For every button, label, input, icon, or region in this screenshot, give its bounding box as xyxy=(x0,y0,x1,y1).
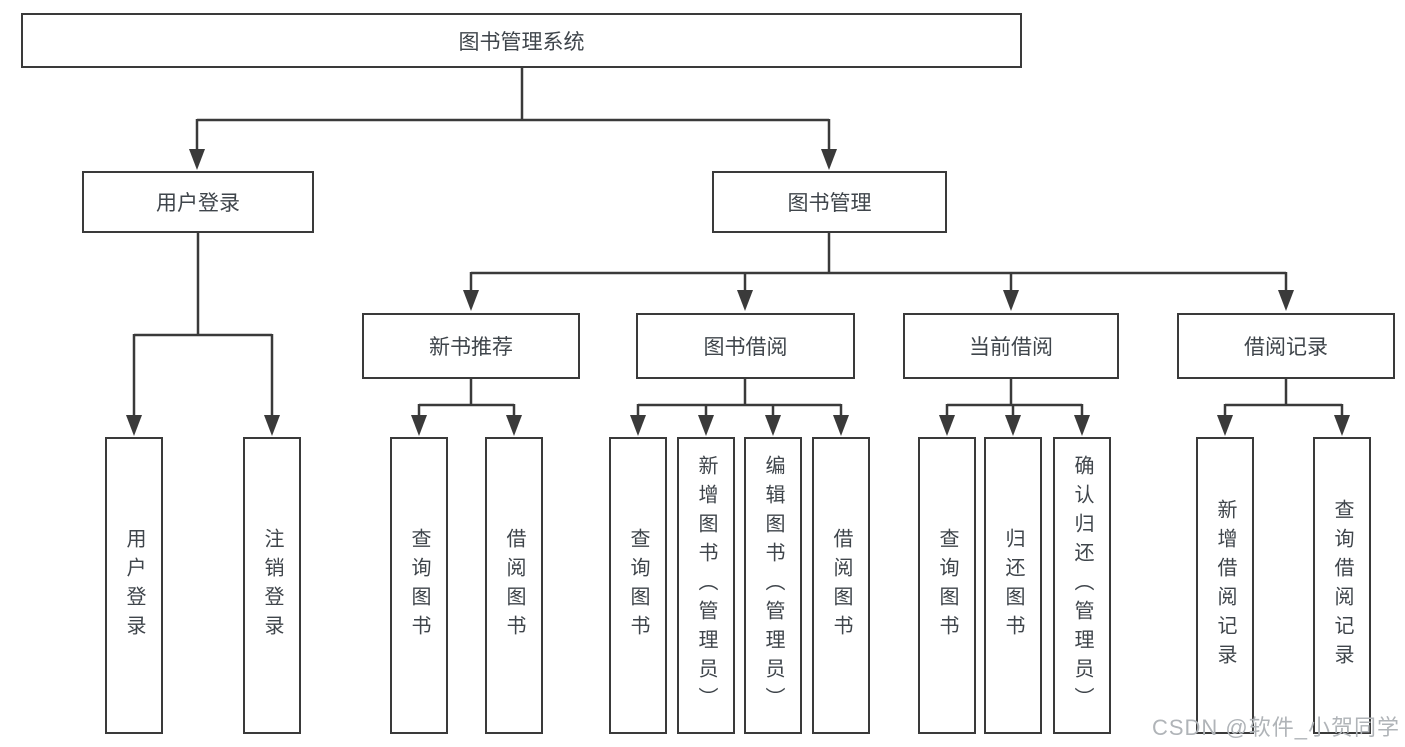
connector-book-borrow-to-leaves xyxy=(630,379,849,436)
leaf-label: 用户登录 xyxy=(123,527,145,644)
arrowhead xyxy=(1005,415,1021,436)
leaf-label: 注销登录 xyxy=(261,527,283,644)
leaf-label: 借阅图书 xyxy=(503,527,525,644)
arrowhead xyxy=(833,415,849,436)
connector-user-login-to-leaves xyxy=(126,233,280,436)
connector-new-book-recommend-to-leaves xyxy=(411,379,522,436)
node-leaf-borrow-book: 借阅图书 xyxy=(812,437,870,734)
node-leaf-recommend-borrow-book: 借阅图书 xyxy=(485,437,543,734)
node-leaf-query-borrow-record: 查询借阅记录 xyxy=(1313,437,1371,734)
leaf-label: 归还图书 xyxy=(1002,527,1024,644)
node-book-borrow: 图书借阅 xyxy=(636,313,855,379)
leaf-label: 查询图书 xyxy=(408,527,430,644)
arrowhead xyxy=(463,290,479,311)
node-leaf-logout: 注销登录 xyxy=(243,437,301,734)
node-leaf-confirm-return-admin: 确认归还（管理员） xyxy=(1053,437,1111,734)
node-root: 图书管理系统 xyxy=(21,13,1022,68)
leaf-label: 查询图书 xyxy=(936,527,958,644)
arrowhead xyxy=(264,415,280,436)
arrowhead xyxy=(698,415,714,436)
arrowhead xyxy=(126,415,142,436)
node-leaf-edit-book-admin: 编辑图书（管理员） xyxy=(744,437,802,734)
connector-current-borrow-to-leaves xyxy=(939,379,1090,436)
leaf-label: 新增借阅记录 xyxy=(1214,498,1236,673)
node-leaf-add-book-admin: 新增图书（管理员） xyxy=(677,437,735,734)
arrowhead xyxy=(506,415,522,436)
arrowhead xyxy=(1278,290,1294,311)
arrowhead xyxy=(765,415,781,436)
node-leaf-add-borrow-record: 新增借阅记录 xyxy=(1196,437,1254,734)
arrowhead xyxy=(189,149,205,170)
leaf-label: 查询借阅记录 xyxy=(1331,498,1353,673)
node-leaf-current-query-book: 查询图书 xyxy=(918,437,976,734)
leaf-label: 编辑图书（管理员） xyxy=(762,455,784,716)
leaf-label: 查询图书 xyxy=(627,527,649,644)
connector-book-management-to-level3 xyxy=(463,233,1294,311)
arrowhead xyxy=(1334,415,1350,436)
leaf-label: 确认归还（管理员） xyxy=(1071,455,1093,716)
arrowhead xyxy=(821,149,837,170)
node-leaf-return-book: 归还图书 xyxy=(984,437,1042,734)
node-leaf-borrow-query-book: 查询图书 xyxy=(609,437,667,734)
arrowhead xyxy=(411,415,427,436)
arrowhead xyxy=(1217,415,1233,436)
connector-root-to-level2 xyxy=(189,68,837,170)
arrowhead xyxy=(939,415,955,436)
node-current-borrow: 当前借阅 xyxy=(903,313,1119,379)
leaf-label: 新增图书（管理员） xyxy=(695,455,717,716)
arrowhead xyxy=(630,415,646,436)
node-book-management: 图书管理 xyxy=(712,171,947,233)
connector-borrow-records-to-leaves xyxy=(1217,379,1350,436)
arrowhead xyxy=(1074,415,1090,436)
node-leaf-recommend-query-book: 查询图书 xyxy=(390,437,448,734)
node-user-login: 用户登录 xyxy=(82,171,314,233)
leaf-label: 借阅图书 xyxy=(830,527,852,644)
watermark-text: CSDN @软件_小贺同学 xyxy=(1151,715,1400,740)
node-leaf-user-login: 用户登录 xyxy=(105,437,163,734)
node-new-book-recommend: 新书推荐 xyxy=(362,313,580,379)
arrowhead xyxy=(1003,290,1019,311)
arrowhead xyxy=(737,290,753,311)
node-borrow-records: 借阅记录 xyxy=(1177,313,1395,379)
